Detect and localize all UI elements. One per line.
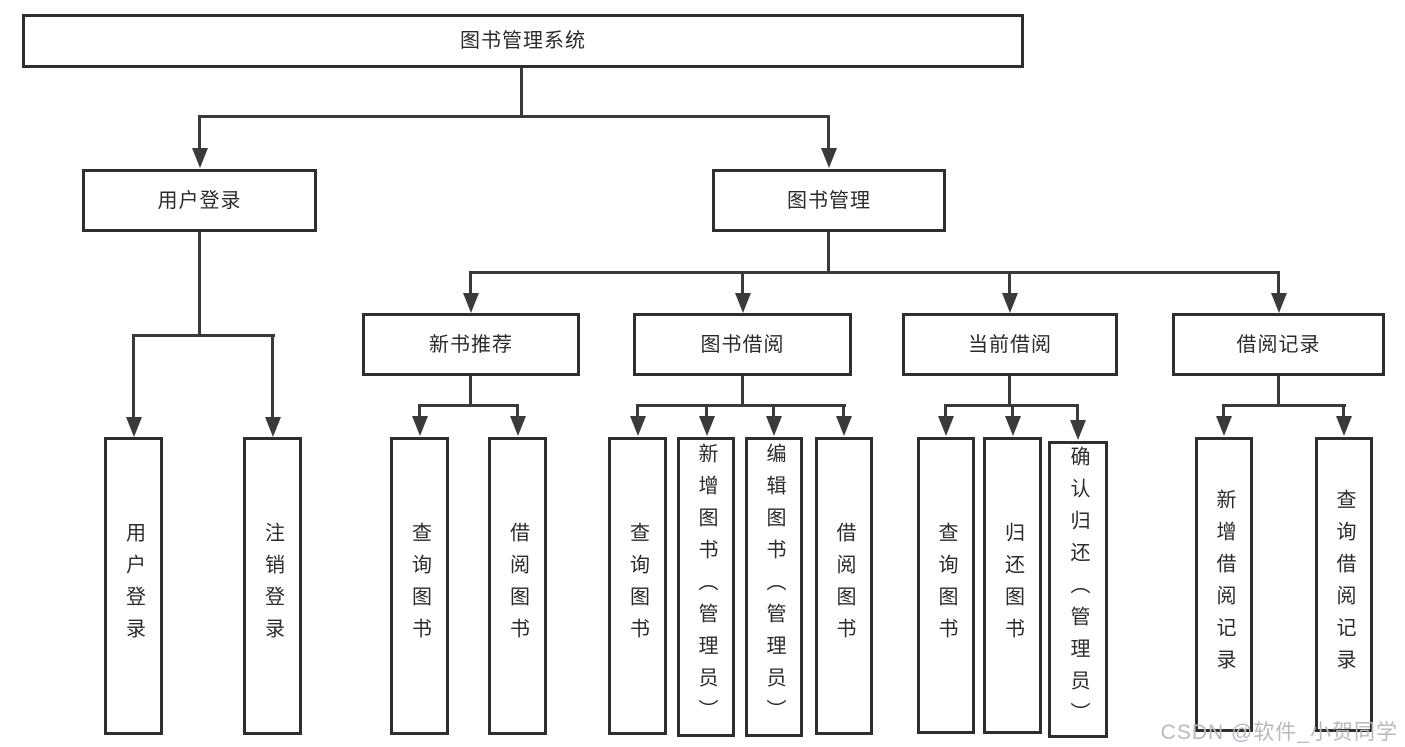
leaf-rec-query-book: 查询图书 (390, 437, 449, 735)
connector-line (1008, 376, 1011, 405)
node-new-book-recommend: 新书推荐 (362, 313, 580, 376)
node-label: 编辑图书（管理员） (763, 443, 785, 731)
connector-line (198, 232, 201, 335)
connector-arrow-down (462, 272, 479, 313)
connector-arrow-down (1270, 272, 1287, 313)
node-label: 借阅记录 (1236, 333, 1321, 356)
node-book-borrow: 图书借阅 (633, 313, 852, 376)
connector-line (827, 232, 830, 272)
leaf-br-query-record: 查询借阅记录 (1315, 437, 1373, 732)
connector-arrow-down (125, 335, 142, 437)
connector-arrow-down (734, 272, 751, 313)
node-label: 图书管理系统 (460, 30, 586, 52)
connector-line (198, 115, 830, 118)
connector-arrow-down (835, 405, 852, 436)
connector-arrow-down (191, 116, 208, 168)
connector-arrow-down (937, 405, 954, 436)
node-label: 图书借阅 (700, 333, 785, 356)
node-book-management: 图书管理 (712, 169, 946, 232)
node-label: 用户登录 (157, 189, 242, 212)
node-label: 借阅图书 (833, 522, 855, 650)
connector-arrow-down (1215, 405, 1232, 436)
connector-arrow-down (1069, 405, 1086, 440)
node-label: 查询图书 (408, 522, 431, 650)
connector-arrow-down (629, 405, 646, 436)
leaf-rec-borrow-book: 借阅图书 (488, 437, 547, 735)
connector-arrow-down (1001, 272, 1018, 313)
node-label: 图书管理 (787, 189, 871, 212)
node-label: 新书推荐 (429, 333, 513, 356)
node-label: 归还图书 (1001, 521, 1024, 650)
leaf-bb-edit-book-admin: 编辑图书（管理员） (745, 437, 803, 737)
node-label: 查询借阅记录 (1333, 488, 1355, 681)
leaf-br-add-record: 新增借阅记录 (1195, 437, 1253, 732)
connector-line (1222, 404, 1346, 407)
connector-line (741, 376, 744, 405)
node-label: 新增图书（管理员） (695, 443, 717, 731)
connector-arrow-down (820, 116, 837, 168)
node-label: 确认归还（管理员） (1067, 445, 1089, 734)
leaf-bb-add-book-admin: 新增图书（管理员） (677, 437, 735, 737)
leaf-bb-query-book: 查询图书 (608, 437, 667, 735)
connector-line (520, 68, 523, 116)
leaf-cb-return-book: 归还图书 (983, 437, 1042, 734)
leaf-user-login: 用户登录 (104, 437, 163, 735)
node-current-borrow: 当前借阅 (902, 313, 1118, 376)
connector-line (418, 404, 519, 407)
csdn-watermark: CSDN @软件_小贺同学 (1160, 721, 1398, 744)
connector-line (469, 376, 472, 405)
connector-line (469, 271, 1280, 274)
node-label: 查询图书 (935, 521, 957, 650)
connector-arrow-down (698, 405, 715, 436)
node-borrow-record: 借阅记录 (1172, 313, 1385, 376)
connector-arrow-down (765, 405, 782, 436)
node-label: 当前借阅 (968, 333, 1052, 356)
connector-arrow-down (411, 405, 428, 436)
connector-line (132, 334, 275, 337)
leaf-cb-query-book: 查询图书 (917, 437, 975, 734)
node-label: 新增借阅记录 (1213, 488, 1235, 681)
connector-arrow-down (1004, 405, 1021, 436)
node-label: 查询图书 (626, 522, 649, 650)
node-root-library-system: 图书管理系统 (22, 14, 1024, 68)
connector-arrow-down (264, 335, 281, 437)
leaf-bb-borrow-book: 借阅图书 (815, 437, 873, 735)
leaf-cb-confirm-return-admin: 确认归还（管理员） (1048, 441, 1108, 738)
connector-line (636, 404, 846, 407)
connector-line (1277, 376, 1280, 405)
node-user-login: 用户登录 (82, 169, 317, 232)
connector-arrow-down (1335, 405, 1352, 436)
node-label: 用户登录 (122, 522, 145, 650)
connector-arrow-down (509, 405, 526, 436)
node-label: 借阅图书 (506, 522, 529, 650)
leaf-logout: 注销登录 (243, 437, 302, 735)
node-label: 注销登录 (261, 522, 284, 650)
